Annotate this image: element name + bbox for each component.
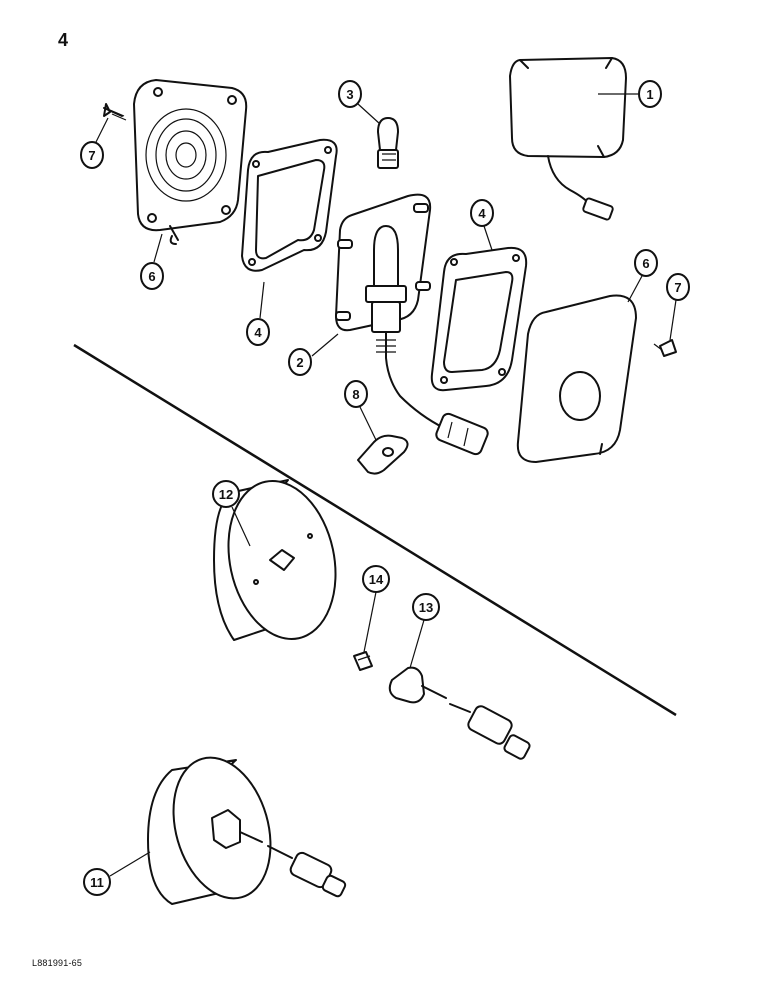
- part-gasket-right: [430, 246, 528, 392]
- section-divider-line: [73, 343, 677, 717]
- part-base-plate: [335, 193, 489, 456]
- svg-text:6: 6: [642, 256, 649, 271]
- svg-text:3: 3: [346, 87, 353, 102]
- part-screw-left: [103, 103, 127, 121]
- part-socket-connector: [388, 666, 531, 760]
- svg-text:12: 12: [219, 487, 233, 502]
- callout-12: 12: [212, 480, 251, 547]
- svg-text:4: 4: [478, 206, 486, 221]
- svg-text:4: 4: [254, 325, 262, 340]
- svg-text:7: 7: [674, 280, 681, 295]
- svg-text:7: 7: [88, 148, 95, 163]
- page-number: 4: [58, 30, 69, 50]
- part-lamp-housing-left: [133, 79, 248, 245]
- svg-text:11: 11: [90, 875, 104, 890]
- callout-3: 3: [338, 80, 381, 125]
- part-round-lamp-12: [213, 479, 337, 641]
- part-lamp-assembly: [509, 57, 627, 221]
- callout-14: 14: [362, 565, 390, 653]
- part-screw-right: [653, 339, 677, 357]
- part-bulb: [377, 117, 399, 169]
- svg-text:2: 2: [296, 355, 303, 370]
- callout-6-left: 6: [140, 233, 164, 290]
- callout-4-right: 4: [470, 199, 494, 251]
- svg-text:6: 6: [148, 269, 155, 284]
- callout-11: 11: [83, 851, 151, 896]
- callout-7-left: 7: [80, 117, 109, 169]
- callout-8: 8: [344, 380, 377, 441]
- figure-code: L881991-65: [32, 958, 83, 968]
- callout-1: 1: [598, 80, 662, 108]
- svg-text:13: 13: [419, 600, 433, 615]
- callout-2: 2: [288, 333, 339, 376]
- svg-text:8: 8: [352, 387, 359, 402]
- part-gasket-left: [241, 138, 338, 272]
- part-seal: [357, 434, 409, 475]
- callout-4-left: 4: [246, 281, 270, 346]
- callout-6-right: 6: [627, 249, 658, 303]
- callout-13: 13: [409, 593, 440, 669]
- part-clip: [353, 651, 373, 671]
- part-round-lamp-11: [147, 756, 347, 905]
- part-lens-right: [516, 294, 637, 463]
- svg-text:14: 14: [369, 572, 384, 587]
- callout-7-right: 7: [666, 273, 690, 341]
- svg-text:1: 1: [646, 87, 653, 102]
